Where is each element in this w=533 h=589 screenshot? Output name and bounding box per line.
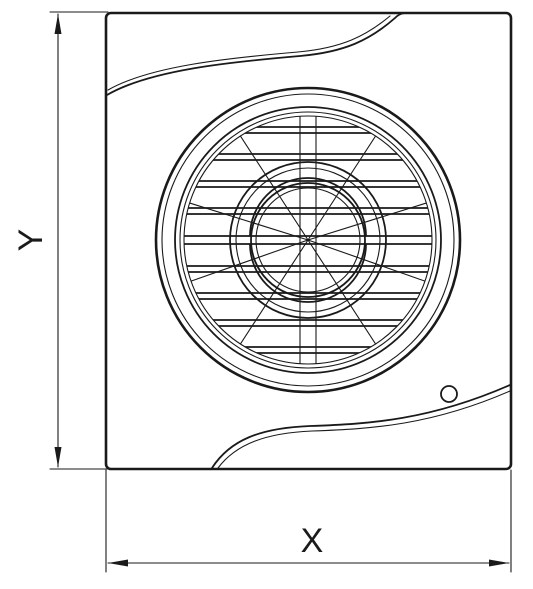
grille-bars <box>184 126 432 354</box>
dimension-y-label: Y <box>12 229 50 252</box>
fan-faceplate <box>104 11 513 471</box>
fan-grille <box>154 86 462 394</box>
indicator-light-icon <box>440 385 458 403</box>
extension-lines <box>49 11 512 573</box>
dimension-x-label: X <box>301 522 324 560</box>
